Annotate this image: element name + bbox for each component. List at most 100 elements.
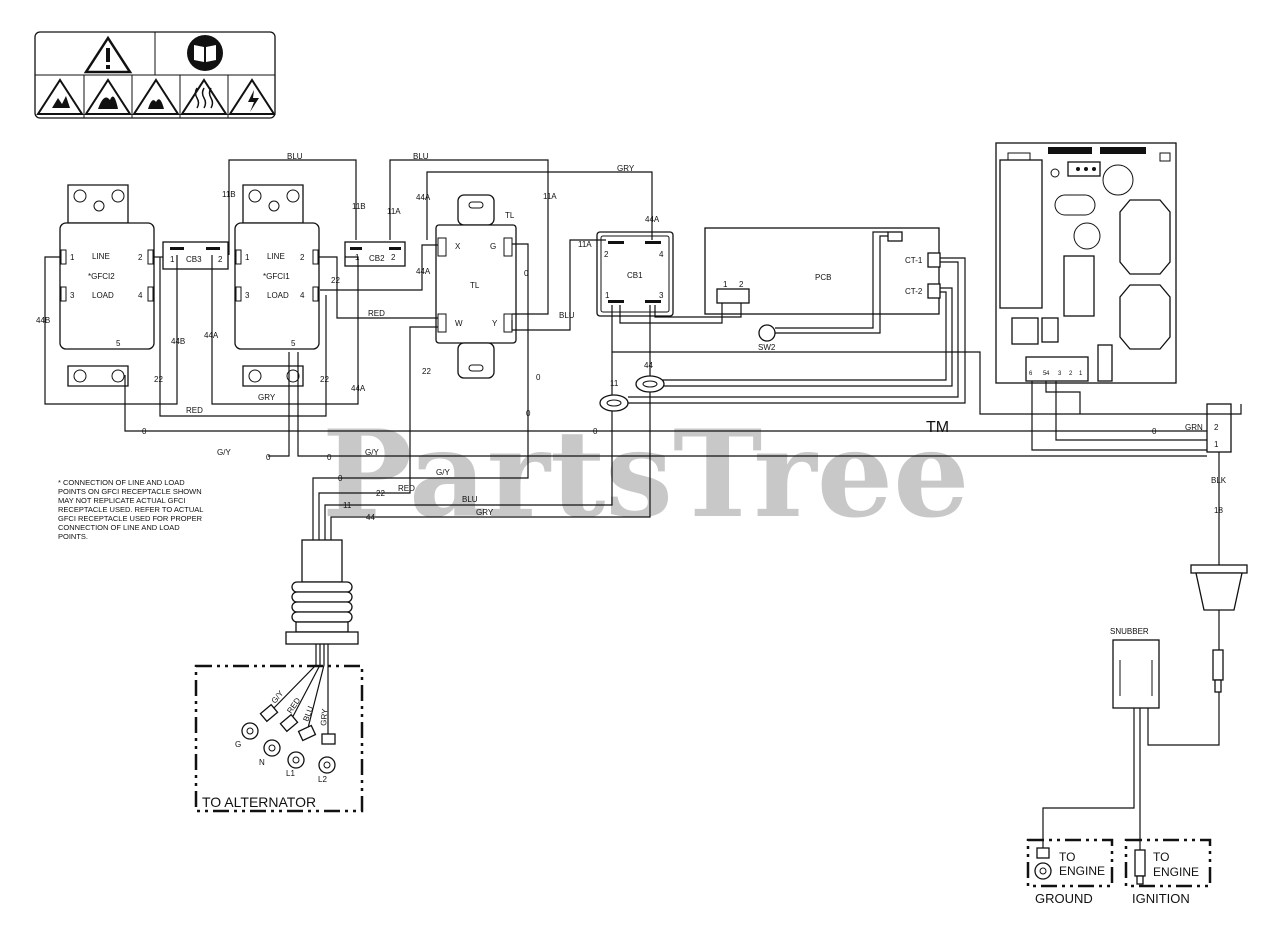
pcb-pin-1: 1 xyxy=(723,280,728,289)
gfci2-pin-3: 3 xyxy=(70,291,75,300)
wire-label: RED xyxy=(368,309,385,318)
alt-term-g: G xyxy=(235,740,241,749)
shock-icon xyxy=(228,78,276,115)
cb2-pin-2: 2 xyxy=(391,253,396,262)
manual-icon xyxy=(187,35,223,71)
gfci1-pin-5: 5 xyxy=(291,339,296,348)
conn-pin-4: 4 xyxy=(1046,371,1050,377)
wire-label: 11A xyxy=(543,192,557,201)
pcb-ct1-label: CT-1 xyxy=(905,256,923,265)
alt-term-l2: L2 xyxy=(318,775,327,784)
tl-name: TL xyxy=(470,281,480,290)
note-line: CONNECTION OF LINE AND LOAD xyxy=(58,523,180,532)
gfci1-load-label: LOAD xyxy=(267,291,289,300)
sw2-label: SW2 xyxy=(758,343,776,352)
warning-panel xyxy=(34,31,276,119)
ignition-label: IGNITION xyxy=(1132,891,1190,906)
wire-label: 0 xyxy=(593,427,598,436)
cb2-name: CB2 xyxy=(369,254,385,263)
cb1-breaker: 2 4 CB1 1 3 xyxy=(596,231,674,317)
wire-label: 0 xyxy=(327,453,332,462)
wire-label: 44A xyxy=(204,331,219,340)
engine-ignition-engine: ENGINE xyxy=(1153,865,1199,879)
wire-labels: BLU BLU GRY 11B 11B 11A 11A 44A 44A 11A … xyxy=(36,152,1227,522)
alt-wire-red: RED xyxy=(285,696,302,715)
gfci2-name: *GFCI2 xyxy=(88,272,115,281)
alt-term-n: N xyxy=(259,758,265,767)
wire-label: GRN xyxy=(1185,423,1203,432)
wire-label: G/Y xyxy=(365,448,379,457)
wire-label: BLU xyxy=(287,152,303,161)
cb1-pin-3: 3 xyxy=(659,291,664,300)
pcb-board: PCB 1 2 CT-1 CT-2 xyxy=(704,227,941,315)
wire-label: 0 xyxy=(536,373,541,382)
engine-ground: TO ENGINE GROUND xyxy=(1026,838,1114,906)
pcb-name: PCB xyxy=(815,273,831,282)
wire-label: 0 xyxy=(1152,427,1157,436)
engine-ground-to: TO xyxy=(1059,850,1075,864)
gfci2-load-label: LOAD xyxy=(92,291,114,300)
plug-pin-1: 1 xyxy=(1214,440,1219,449)
engine-ground-engine: ENGINE xyxy=(1059,864,1105,878)
pcb-pin-2: 2 xyxy=(739,280,744,289)
fire-icon xyxy=(84,78,132,115)
ground-label: GROUND xyxy=(1035,891,1093,906)
tl-pin-x: X xyxy=(455,242,461,251)
gfci2-pin-4: 4 xyxy=(138,291,143,300)
alt-term-l1: L1 xyxy=(286,769,295,778)
wire-label: 11 xyxy=(343,501,352,510)
cb3-name: CB3 xyxy=(186,255,202,264)
ring-11-label: 11 xyxy=(610,379,619,388)
flammable-icon xyxy=(132,78,180,115)
conn-pin-2: 2 xyxy=(1069,371,1073,377)
wire-label: 44B xyxy=(36,316,50,325)
to-alternator-label: TO ALTERNATOR xyxy=(202,794,316,810)
note-line: RECEPTACLE USED. REFER TO ACTUAL xyxy=(58,505,203,514)
wire-label: 0 xyxy=(142,427,147,436)
wire-label: 22 xyxy=(331,276,340,285)
gfci2-pin-5: 5 xyxy=(116,339,121,348)
cb3-breaker: 1 CB3 2 xyxy=(162,241,229,270)
note-line: GFCI RECEPTACLE USED FOR PROPER xyxy=(58,514,203,523)
wire-label: 11A xyxy=(387,207,401,216)
gfci2-pin-1: 1 xyxy=(70,253,75,262)
wire-label: 11B xyxy=(352,202,366,211)
wire-label: GRY xyxy=(476,508,494,517)
note: * CONNECTION OF LINE AND LOAD POINTS ON … xyxy=(58,478,203,541)
wire-label: 11A xyxy=(578,240,592,249)
wire-label: G/Y xyxy=(436,468,450,477)
watermark-tm: TM xyxy=(926,419,949,436)
wire-label: BLU xyxy=(413,152,429,161)
wire-label: 18 xyxy=(1214,506,1223,515)
note-line: POINTS. xyxy=(58,532,88,541)
wire-label: 44A xyxy=(645,215,660,224)
conn-pin-5: 5 xyxy=(1043,371,1047,377)
tl-pin-g: G xyxy=(490,242,496,251)
gfci1-pin-3: 3 xyxy=(245,291,250,300)
gfci1-line-label: LINE xyxy=(267,252,285,261)
ring-44-label: 44 xyxy=(644,361,653,370)
plug-pin-2: 2 xyxy=(1214,423,1219,432)
wire-label: 44A xyxy=(416,267,431,276)
wire-label: 0 xyxy=(526,409,531,418)
wire-label: GRY xyxy=(258,393,276,402)
hot-surface-icon xyxy=(180,78,228,115)
wire-label: 44 xyxy=(366,513,375,522)
wire-label: 11B xyxy=(222,190,236,199)
tl-pin-w: W xyxy=(455,319,463,328)
control-board: 6 5 4 3 2 1 xyxy=(995,142,1177,384)
tl-top-label: TL xyxy=(505,211,515,220)
cb1-pin-4: 4 xyxy=(659,250,664,259)
explosion-icon xyxy=(36,78,84,115)
tl-pin-y: Y xyxy=(492,319,498,328)
cb2-breaker: 1 CB2 2 xyxy=(344,241,406,267)
conn-pin-6: 6 xyxy=(1029,371,1033,377)
conn-pin-3: 3 xyxy=(1058,371,1062,377)
alt-wire-gry: GRY xyxy=(319,708,330,727)
gfci1-name: *GFCI1 xyxy=(263,272,290,281)
gfci1-receptacle: LINE *GFCI1 LOAD 1 2 3 4 5 xyxy=(234,184,320,387)
gfci2-receptacle: LINE *GFCI2 LOAD 1 2 3 4 5 xyxy=(59,184,155,387)
wire-label: 22 xyxy=(376,489,385,498)
wire-label: 44B xyxy=(171,337,185,346)
